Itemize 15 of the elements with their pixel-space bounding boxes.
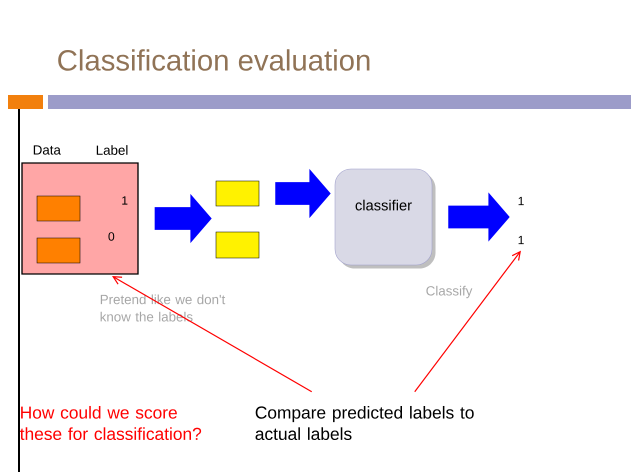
text-label: How could we score these for classification?: [20, 406, 202, 440]
classifier-box: classifier: [334, 168, 436, 269]
text-label: Label: [96, 145, 128, 155]
text-label: Data: [34, 145, 61, 155]
data-box: [36, 196, 80, 222]
leader-arrow: [414, 250, 521, 392]
predicted-label: 1: [518, 196, 524, 206]
leader-arrow: [112, 276, 312, 392]
data-box: [216, 180, 260, 206]
title: Classification evaluation: [58, 49, 370, 71]
note-text: Compare predicted labels to actual labels: [256, 406, 474, 440]
data-box: [216, 232, 260, 258]
data-box: [36, 238, 80, 264]
predicted-label: 1: [518, 236, 524, 244]
text-label: Classify: [426, 286, 472, 298]
